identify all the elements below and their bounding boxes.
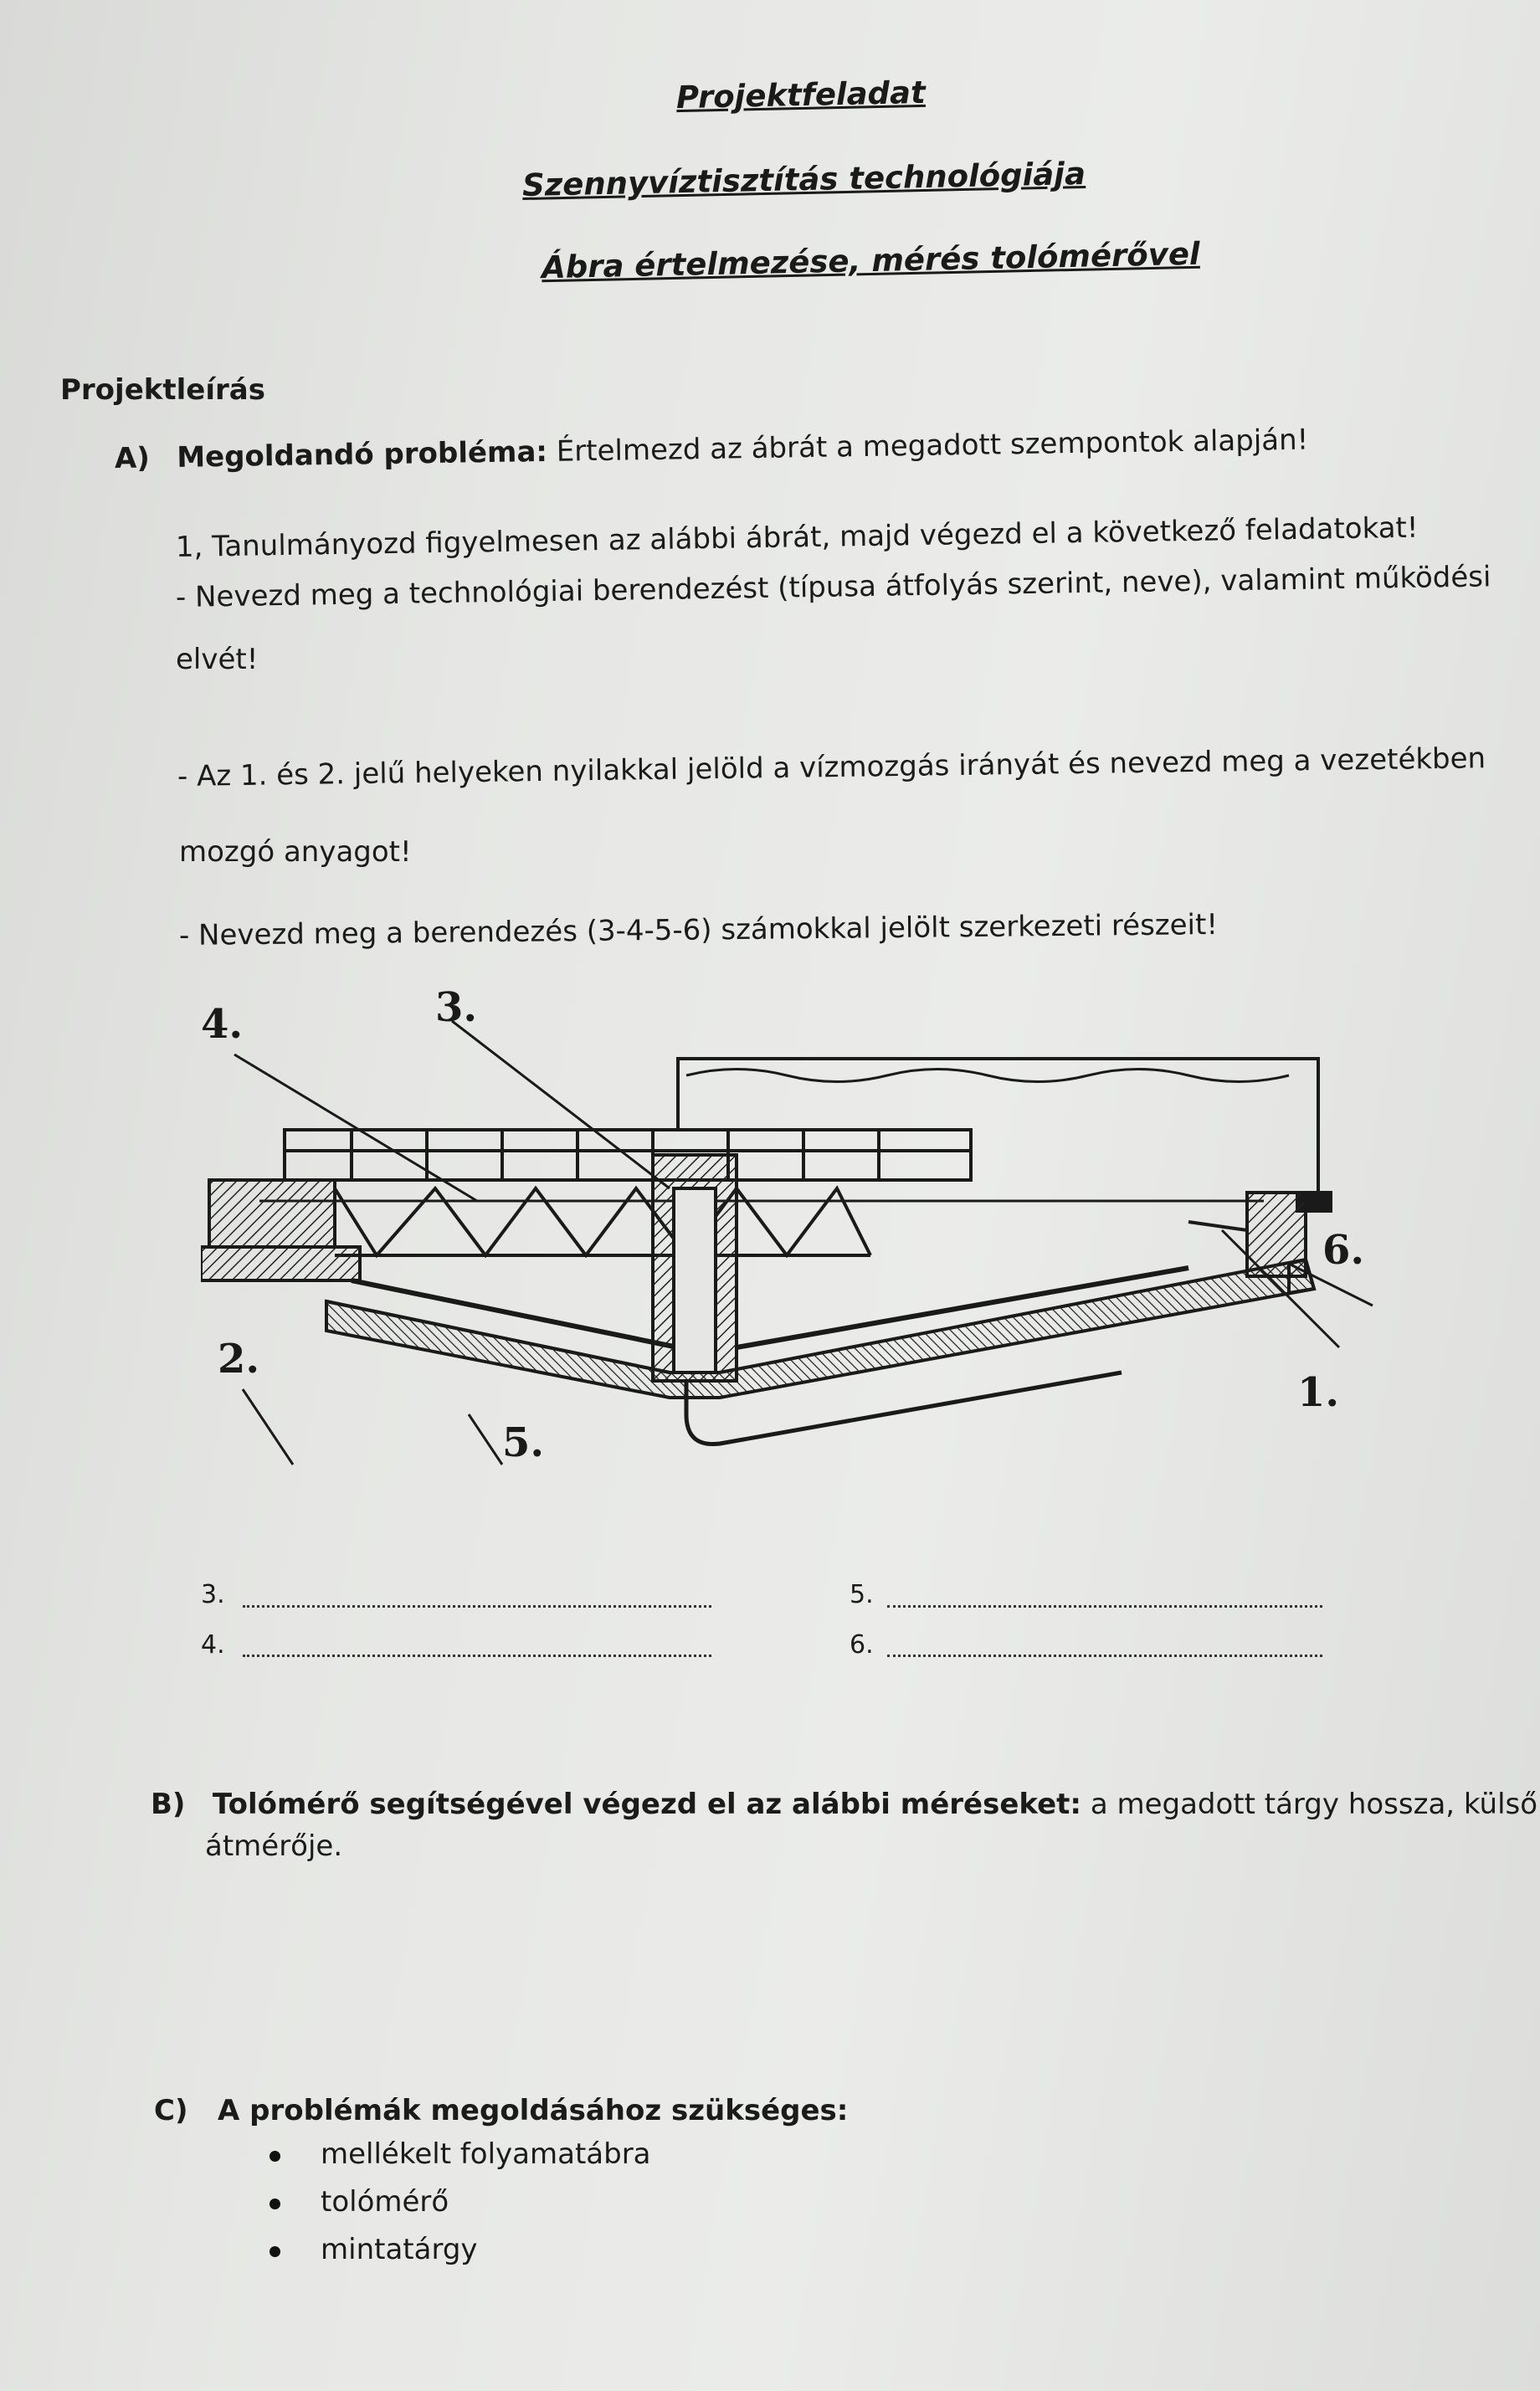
diagram-label-2: 2. — [218, 1336, 259, 1383]
diagram-label-4: 4. — [201, 1001, 243, 1048]
section-b-line-2: átmérője. — [205, 1829, 343, 1863]
tank-floor — [325, 1257, 1317, 1399]
task-2-line-2: elvét! — [176, 643, 259, 676]
answer-line-4[interactable] — [243, 1655, 711, 1657]
answer-line-3[interactable] — [243, 1605, 711, 1608]
task-3-line-1: - Az 1. és 2. jelű helyeken nyilakkal je… — [177, 741, 1486, 793]
diagram-label-1: 1. — [1297, 1369, 1339, 1416]
section-a-heading-bold: Megoldandó probléma: — [176, 434, 548, 475]
section-b-heading-bold: Tolómérő segítségével végezd el az alább… — [212, 1788, 1081, 1821]
section-c-heading-text: A problémák megoldásához szükséges: — [218, 2094, 849, 2127]
section-a-letter: A) — [114, 441, 151, 475]
task-4: - Nevezd meg a berendezés (3-4-5-6) szám… — [178, 908, 1219, 952]
diagram-label-3: 3. — [435, 984, 477, 1031]
bullet-icon — [270, 2151, 280, 2162]
diagram-label-6: 6. — [1322, 1227, 1364, 1274]
bridge-truss — [333, 1185, 872, 1259]
bullet-icon — [270, 2246, 280, 2257]
inlet-wall — [208, 1178, 336, 1249]
clarifier-diagram: 4. 3. 6. 2. 1. 5. — [201, 984, 1373, 1466]
answer-label-6: 6. — [850, 1630, 874, 1660]
diagram-label-5: 5. — [502, 1419, 544, 1466]
page-title: Projektfeladat — [675, 74, 927, 116]
page-subtitle-2: Ábra értelmezése, mérés tolómérővel — [541, 235, 1201, 286]
drive-frame — [676, 1057, 1320, 1193]
answer-label-3: 3. — [201, 1580, 225, 1609]
answer-label-4: 4. — [201, 1630, 225, 1660]
section-label: Projektleírás — [60, 373, 265, 407]
sludge-pipe — [684, 1370, 1122, 1447]
section-b-heading: B) Tolómérő segítségével végezd el az al… — [151, 1781, 1537, 1829]
scraper-blade — [351, 1278, 679, 1350]
section-a-heading-rest: Értelmezd az ábrát a megadott szempontok… — [556, 423, 1309, 469]
task-3-line-2: mozgó anyagot! — [179, 835, 412, 869]
requirement-item: tolómérő — [321, 2185, 449, 2219]
section-a-heading: A) Megoldandó probléma: Értelmezd az ábr… — [115, 417, 1309, 484]
section-b-letter: B) — [151, 1788, 186, 1821]
page-subtitle: Szennyvíztisztítás technológiája — [521, 155, 1086, 204]
answer-line-6[interactable] — [887, 1655, 1322, 1657]
answer-line-5[interactable] — [887, 1605, 1322, 1608]
section-c-letter: C) — [154, 2094, 188, 2127]
answer-label-5: 5. — [850, 1580, 874, 1609]
requirement-item: mintatárgy — [321, 2233, 478, 2266]
bullet-icon — [270, 2199, 280, 2209]
requirement-item: mellékelt folyamatábra — [321, 2137, 651, 2171]
section-b-heading-rest: a megadott tárgy hossza, külső — [1090, 1788, 1538, 1821]
section-c-heading: C) A problémák megoldásához szükséges: — [154, 2087, 848, 2136]
